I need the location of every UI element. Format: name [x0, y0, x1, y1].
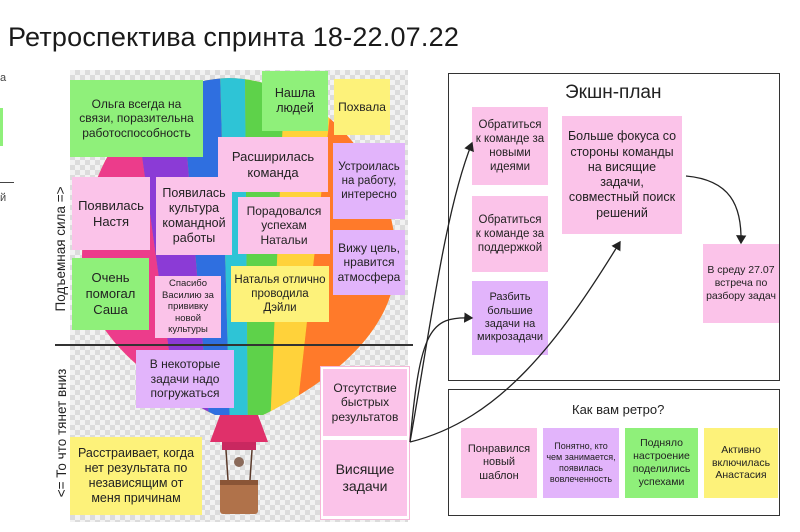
feedback-item[interactable]: Подняло настроение поделились успехами	[625, 428, 698, 498]
sticky-note-down[interactable]: Расстраивает, когда нет результата по не…	[70, 437, 202, 515]
sticky-note-up[interactable]: Похвала	[334, 79, 390, 135]
feedback-item[interactable]: Активно включилась Анастасия	[704, 428, 778, 498]
forces-divider-line	[55, 344, 413, 346]
sticky-note-up[interactable]: Очень помогал Саша	[72, 258, 149, 330]
edge-green-sticky-fragment	[0, 108, 3, 146]
sticky-note-up[interactable]: Появилась культура командной работы	[156, 177, 232, 255]
action-item[interactable]: Больше фокуса со стороны команды на вися…	[562, 116, 682, 234]
feedback-item[interactable]: Понравился новый шаблон	[461, 428, 537, 498]
edge-text-fragment: й	[0, 192, 7, 204]
action-item[interactable]: Обратиться к команде за новыми идеями	[472, 107, 548, 185]
feedback-item[interactable]: Понятно, кто чем занимается, появилась в…	[543, 428, 619, 498]
sticky-note-up[interactable]: Вижу цель, нравится атмосфера	[333, 230, 405, 295]
sticky-note-up[interactable]: Устроилась на работу, интересно	[333, 143, 405, 219]
sticky-note-down[interactable]: Висящие задачи	[323, 440, 407, 516]
sticky-note-up[interactable]: Расширилась команда	[218, 137, 328, 192]
sticky-note-up[interactable]: Наталья отлично проводила Дэйли	[231, 266, 329, 322]
sticky-note-down[interactable]: В некоторые задачи надо погружаться	[136, 350, 234, 408]
sticky-note-up[interactable]: Появилась Настя	[72, 177, 150, 250]
retro-feedback-title: Как вам ретро?	[572, 402, 665, 417]
sticky-note-up[interactable]: Спасибо Василию за прививку новой культу…	[155, 276, 221, 338]
sticky-note-up[interactable]: Нашла людей	[262, 71, 328, 131]
sticky-note-up[interactable]: Порадовался успехам Натальи	[238, 197, 330, 254]
action-item[interactable]: Обратиться к команде за поддержкой	[472, 196, 548, 272]
edge-text-fragment: а	[0, 72, 7, 84]
sticky-note-up[interactable]: Ольга всегда на связи, поразительна рабо…	[70, 80, 203, 157]
action-item[interactable]: В среду 27.07 встреча по разбору задач	[703, 244, 779, 323]
sticky-note-down[interactable]: Отсутствие быстрых результатов	[323, 369, 407, 436]
edge-divider-fragment	[0, 182, 14, 183]
action-plan-title: Экшн-план	[565, 82, 662, 103]
upward-force-label: Подъемная сила =>	[53, 186, 68, 312]
action-item[interactable]: Разбить большие задачи на микрозадачи	[472, 281, 548, 355]
page-title: Ретроспектива спринта 18-22.07.22	[8, 22, 460, 52]
